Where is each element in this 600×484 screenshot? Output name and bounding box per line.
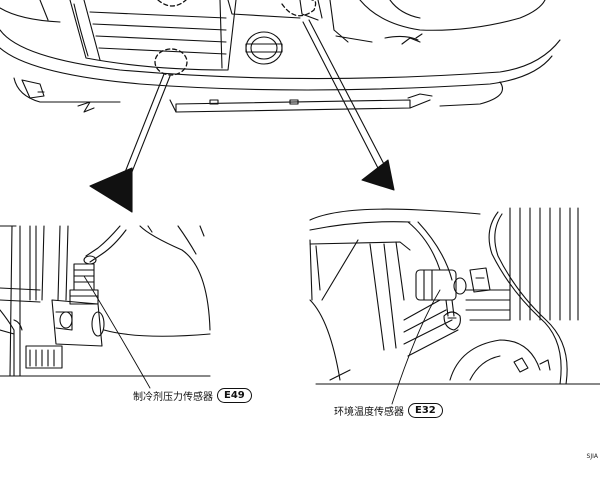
badge-e49: E49 <box>217 388 252 403</box>
arrow-head-right <box>361 159 395 191</box>
leader-line-temperature-sensor <box>391 289 441 405</box>
detail-ambient-temperature-sensor <box>309 207 600 405</box>
callout-circle-top-left <box>157 0 187 7</box>
label-ambient-temperature-sensor: 环境温度传感器 E32 <box>334 403 443 418</box>
callout-circle-pressure-sensor <box>154 48 188 76</box>
detail-refrigerant-pressure-sensor <box>0 225 211 389</box>
arrow-head-left <box>89 167 133 213</box>
callout-circles <box>154 0 317 76</box>
callout-circle-temperature-sensor <box>281 0 317 17</box>
badge-e32: E32 <box>408 403 443 418</box>
figure-code: SJIA <box>586 453 598 460</box>
pointer-arrows <box>89 19 395 213</box>
label-temperature-sensor-name: 环境温度传感器 <box>334 407 404 418</box>
label-refrigerant-pressure-sensor: 制冷剂压力传感器 E49 <box>133 388 252 403</box>
vehicle-front-view <box>0 0 561 113</box>
label-pressure-sensor-name: 制冷剂压力传感器 <box>133 392 213 403</box>
leader-line-pressure-sensor <box>83 275 151 389</box>
